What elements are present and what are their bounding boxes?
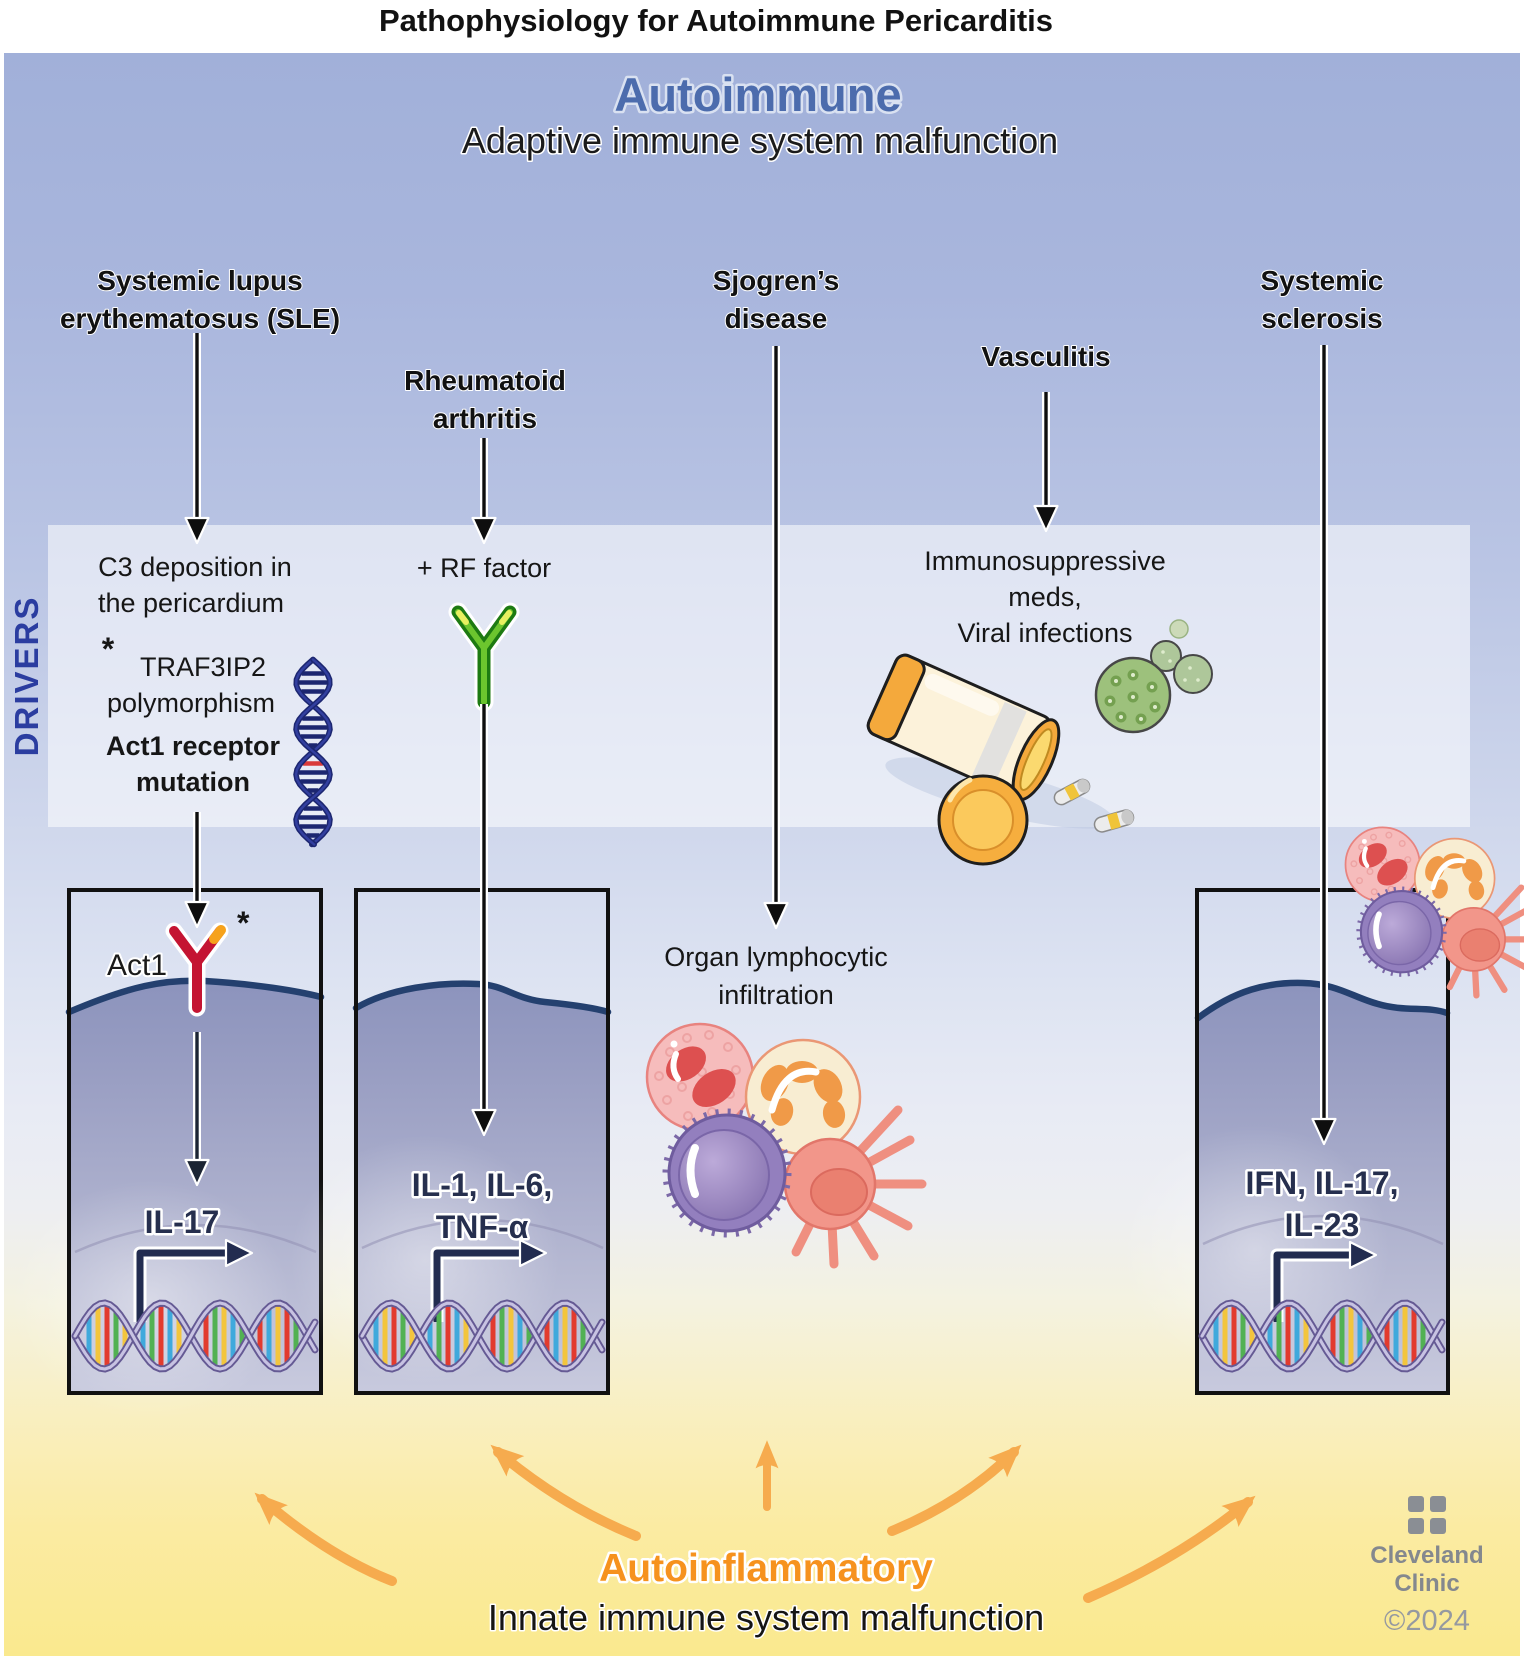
sle-driver-line1: C3 deposition in <box>98 552 292 582</box>
cell-box-sle: IL-17 <box>10 888 325 1420</box>
transcription-arrow-icon <box>430 1238 548 1322</box>
transcription-arrow-icon <box>133 1238 254 1322</box>
brand-copyright: ©2024 <box>1384 1605 1470 1637</box>
disease-ra-line1: Rheumatoid <box>404 365 566 396</box>
immune-cell-cluster-icon <box>647 1024 922 1264</box>
vasculitis-driver-line3: Viral infections <box>957 618 1132 648</box>
autoimmune-heading: Autoimmune <box>614 68 901 121</box>
page-title: Pathophysiology for Autoimmune Pericardi… <box>379 3 1053 38</box>
traf3ip2-label: TRAF3IP2 <box>140 652 266 682</box>
dna-helix-icon <box>1198 1299 1446 1373</box>
disease-sle-line2: erythematosus (SLE) <box>60 303 340 334</box>
capsule-icon <box>1053 778 1135 833</box>
disease-sclerosis-line1: Systemic <box>1261 265 1384 296</box>
feedback-arrows <box>245 1434 1265 1603</box>
box1-cytokine: IL-17 <box>145 1204 220 1240</box>
polymorphism-label: polymorphism <box>107 688 275 718</box>
box4-cytokine-line2: IL-23 <box>1285 1207 1360 1243</box>
disease-ra-line2: arthritis <box>433 403 537 434</box>
disease-sjogrens-line1: Sjogren’s <box>713 265 840 296</box>
drivers-label: DRIVERS <box>8 596 45 757</box>
pill-bottle-icon <box>866 653 1115 866</box>
organ-infiltration-line1: Organ lymphocytic <box>664 942 888 972</box>
brand-name-line1: Cleveland <box>1370 1542 1483 1569</box>
immune-cell-cluster-icon <box>1346 827 1524 995</box>
rf-factor-label: + RF factor <box>417 553 551 583</box>
antibody-icon <box>448 602 520 712</box>
autoinflammatory-heading: Autoinflammatory <box>599 1547 933 1590</box>
flow-arrows <box>184 333 1337 1187</box>
disease-sclerosis-line2: sclerosis <box>1261 303 1382 334</box>
act1-receptor-label: Act1 <box>107 949 167 982</box>
virus-icon <box>1094 619 1213 734</box>
act1-receptor-asterisk: * <box>237 905 250 941</box>
drivers-band <box>48 525 1470 827</box>
brand-name-line2: Clinic <box>1394 1570 1459 1597</box>
box2-cytokine-line2: TNF-α <box>436 1209 529 1245</box>
cell-box-ra: IL-1, IL-6, TNF-α <box>290 888 612 1395</box>
dna-helix-icon <box>71 1299 319 1373</box>
disease-labels: Systemic lupus erythematosus (SLE) Rheum… <box>59 264 1385 435</box>
box2-cytokine-line1: IL-1, IL-6, <box>412 1167 552 1203</box>
autoimmune-subheading: Adaptive immune system malfunction <box>462 120 1058 161</box>
disease-vasculitis: Vasculitis <box>981 341 1110 372</box>
act1-receptor-icon <box>165 922 229 1017</box>
organ-infiltration-line2: infiltration <box>718 980 834 1010</box>
dna-helix-icon <box>358 1299 606 1373</box>
act1-mutation-line1: Act1 receptor <box>106 731 281 761</box>
sle-driver-line2: the pericardium <box>98 588 284 618</box>
disease-sle-line1: Systemic lupus <box>97 265 302 296</box>
disease-sjogrens-line2: disease <box>725 303 828 334</box>
vasculitis-driver-line2: meds, <box>1008 582 1082 612</box>
gene-dna-icon <box>293 656 333 848</box>
autoinflammatory-subheading: Innate immune system malfunction <box>488 1597 1044 1638</box>
act1-mutation-line2: mutation <box>136 767 250 797</box>
box4-cytokine-line1: IFN, IL-17, <box>1246 1165 1399 1201</box>
vasculitis-driver-line1: Immunosuppressive <box>924 546 1166 576</box>
polymorphism-asterisk: * <box>102 631 115 667</box>
transcription-arrow-icon <box>1270 1240 1378 1322</box>
cell-box-sclerosis: IFN, IL-17, IL-23 <box>1120 888 1451 1395</box>
cleveland-clinic-logo-icon <box>1408 1496 1446 1534</box>
